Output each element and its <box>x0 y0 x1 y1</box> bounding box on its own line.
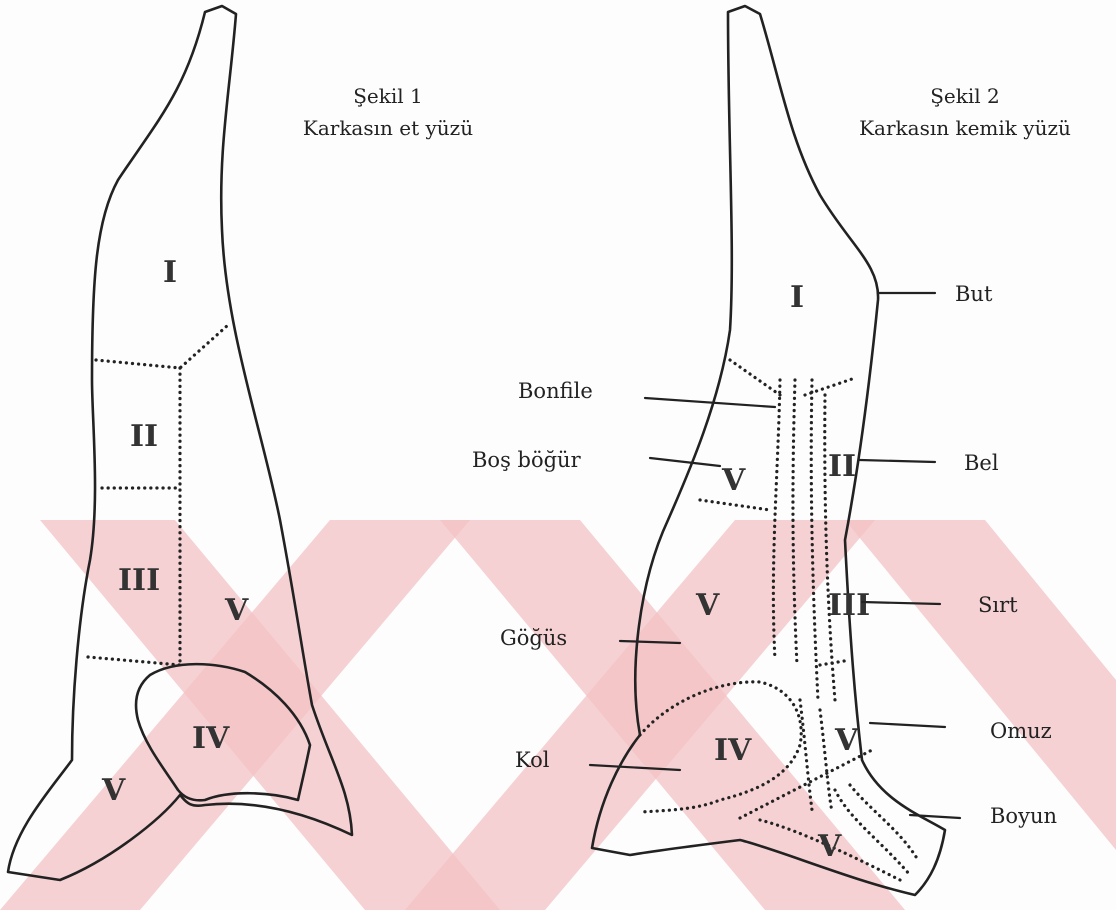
figure-2-subtitle: Karkasın kemik yüzü <box>859 116 1071 140</box>
callout-bel: Bel <box>964 451 999 475</box>
callout-omuz: Omuz <box>990 719 1052 743</box>
region-label-II: II <box>130 419 158 454</box>
region-label-I: I <box>790 280 804 315</box>
callout-but: But <box>955 282 993 306</box>
region-label-V: V <box>721 463 746 498</box>
callout-gogus: Göğüs <box>500 626 567 650</box>
region-label-III: III <box>118 563 160 598</box>
region-label-IV: IV <box>714 733 752 768</box>
region-label-III: III <box>828 588 870 623</box>
watermark-logo <box>0 520 1116 910</box>
figure-2-cut-line <box>820 660 850 665</box>
region-label-V: V <box>817 829 842 864</box>
callout-sirt: Sırt <box>978 593 1018 617</box>
figure-1-title: Şekil 1 <box>353 84 423 108</box>
callout-kol: Kol <box>515 748 550 772</box>
callout-bos-bogur: Boş böğür <box>472 448 582 472</box>
leader-line <box>860 460 935 462</box>
figure-1-cut-line <box>96 325 228 368</box>
callout-boyun: Boyun <box>990 804 1057 828</box>
leader-line <box>650 458 720 466</box>
region-label-V: V <box>101 773 126 808</box>
figure-2-cut-line <box>700 500 770 510</box>
region-label-V: V <box>224 593 249 628</box>
region-label-V: V <box>834 723 859 758</box>
region-label-I: I <box>163 255 177 290</box>
leader-line <box>645 398 775 407</box>
region-label-V: V <box>695 588 720 623</box>
callout-bonfile: Bonfile <box>518 379 593 403</box>
leader-line <box>910 815 960 818</box>
leader-line <box>870 723 945 727</box>
figure-2-cut-line <box>730 360 780 395</box>
figure-1-subtitle: Karkasın et yüzü <box>303 116 473 140</box>
region-label-II: II <box>828 449 856 484</box>
region-label-IV: IV <box>192 721 230 756</box>
figure-2-title: Şekil 2 <box>930 84 1000 108</box>
